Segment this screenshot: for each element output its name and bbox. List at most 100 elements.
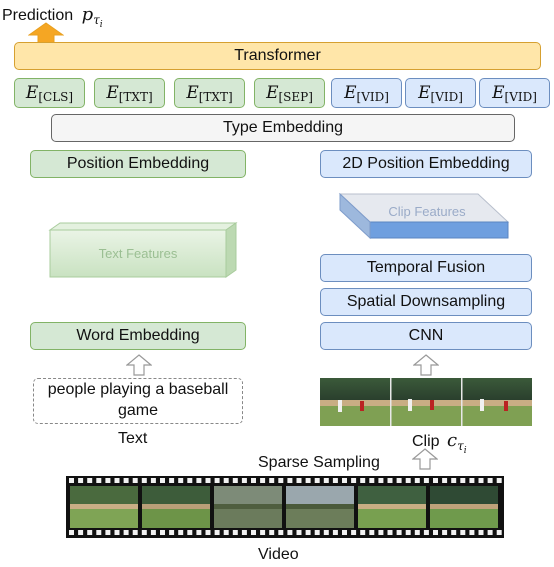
sprocket-hole	[78, 530, 84, 535]
transformer-block: Transformer	[14, 42, 541, 70]
sprocket-hole	[214, 530, 220, 535]
prediction-label: Prediction pτi	[2, 4, 103, 30]
sprocket-hole	[414, 478, 420, 483]
spatial-downsampling-block: Spatial Downsampling	[320, 288, 532, 316]
film-frame	[358, 486, 426, 528]
text-up-arrow-icon	[126, 354, 152, 376]
sprocket-hole	[87, 478, 93, 483]
text-input-box: people playing a baseball game	[33, 378, 243, 424]
sprocket-hole	[387, 478, 393, 483]
sprocket-hole	[178, 530, 184, 535]
sprocket-hole	[378, 530, 384, 535]
sprocket-hole	[387, 530, 393, 535]
sprocket-hole	[123, 478, 129, 483]
sprocket-hole	[214, 478, 220, 483]
film-frame	[214, 486, 282, 528]
cnn-block: CNN	[320, 322, 532, 350]
sprocket-hole	[169, 478, 175, 483]
sprocket-hole	[323, 530, 329, 535]
video-label: Video	[258, 546, 299, 563]
clip-features-slab	[338, 192, 510, 240]
sprocket-hole	[150, 478, 156, 483]
word-embedding-block: Word Embedding	[30, 322, 246, 350]
film-frame	[430, 486, 498, 528]
sprocket-hole	[378, 478, 384, 483]
sprocket-hole	[132, 478, 138, 483]
sprocket-hole	[241, 478, 247, 483]
clip-up-arrow-icon	[413, 354, 439, 376]
sprocket-hole	[141, 478, 147, 483]
sprocket-hole	[305, 530, 311, 535]
sprocket-hole	[405, 478, 411, 483]
sprocket-hole	[114, 530, 120, 535]
sprocket-hole	[223, 478, 229, 483]
sprocket-hole	[332, 530, 338, 535]
sprocket-hole	[205, 478, 211, 483]
sprocket-hole	[260, 478, 266, 483]
clip-frames-image	[320, 378, 532, 426]
sprocket-hole	[278, 478, 284, 483]
sprocket-hole	[96, 478, 102, 483]
sprocket-hole	[187, 478, 193, 483]
clip-label: Clip cτi	[412, 430, 467, 456]
sprocket-hole	[232, 530, 238, 535]
sprocket-hole	[241, 530, 247, 535]
sprocket-hole	[423, 530, 429, 535]
sprocket-hole	[396, 530, 402, 535]
sprocket-hole	[78, 478, 84, 483]
position-embedding-block: Position Embedding	[30, 150, 246, 178]
sprocket-hole	[205, 530, 211, 535]
film-frame	[142, 486, 210, 528]
token-embedding-txt: E[TXT]	[174, 78, 245, 108]
sprocket-hole	[369, 478, 375, 483]
sprocket-hole	[332, 478, 338, 483]
token-embedding-vid: E[VID]	[331, 78, 402, 108]
sprocket-hole	[360, 478, 366, 483]
sprocket-hole	[496, 530, 502, 535]
token-embedding-sep: E[SEP]	[254, 78, 325, 108]
sprocket-hole	[269, 478, 275, 483]
sprocket-hole	[442, 478, 448, 483]
sprocket-hole	[469, 478, 475, 483]
sprocket-hole	[405, 530, 411, 535]
sprocket-hole	[414, 530, 420, 535]
sprocket-hole	[487, 478, 493, 483]
clip-features-label: Clip Features	[388, 204, 466, 219]
sprocket-hole	[360, 530, 366, 535]
token-embedding-vid: E[VID]	[479, 78, 550, 108]
sprocket-hole	[96, 530, 102, 535]
sprocket-hole	[169, 530, 175, 535]
sprocket-hole	[232, 478, 238, 483]
sprocket-hole	[278, 530, 284, 535]
sprocket-hole	[178, 478, 184, 483]
sprocket-hole	[423, 478, 429, 483]
text-label: Text	[118, 430, 148, 447]
sprocket-hole	[196, 478, 202, 483]
sprocket-hole	[105, 478, 111, 483]
sprocket-hole	[369, 530, 375, 535]
sprocket-hole	[69, 478, 74, 483]
sprocket-hole	[269, 530, 275, 535]
sprocket-hole	[160, 478, 165, 483]
sprocket-hole	[150, 530, 156, 535]
token-embedding-txt: E[TXT]	[94, 78, 165, 108]
sprocket-hole	[323, 478, 329, 483]
sparse-sampling-label: Sparse Sampling	[258, 454, 380, 471]
text-features-label: Text Features	[98, 246, 178, 261]
sprocket-hole	[496, 478, 502, 483]
sprocket-hole	[123, 530, 129, 535]
film-frame	[286, 486, 354, 528]
sprocket-hole	[87, 530, 93, 535]
video-filmstrip	[66, 476, 504, 538]
sprocket-hole	[296, 530, 302, 535]
sprocket-hole	[296, 478, 302, 483]
sprocket-hole	[251, 478, 256, 483]
sprocket-hole	[342, 478, 347, 483]
sprocket-hole	[460, 530, 466, 535]
sprocket-hole	[442, 530, 448, 535]
sprocket-hole	[460, 478, 466, 483]
sprocket-hole	[260, 530, 266, 535]
text-features-cuboid	[48, 222, 238, 278]
sprocket-hole	[69, 530, 74, 535]
token-embedding-vid: E[VID]	[405, 78, 476, 108]
